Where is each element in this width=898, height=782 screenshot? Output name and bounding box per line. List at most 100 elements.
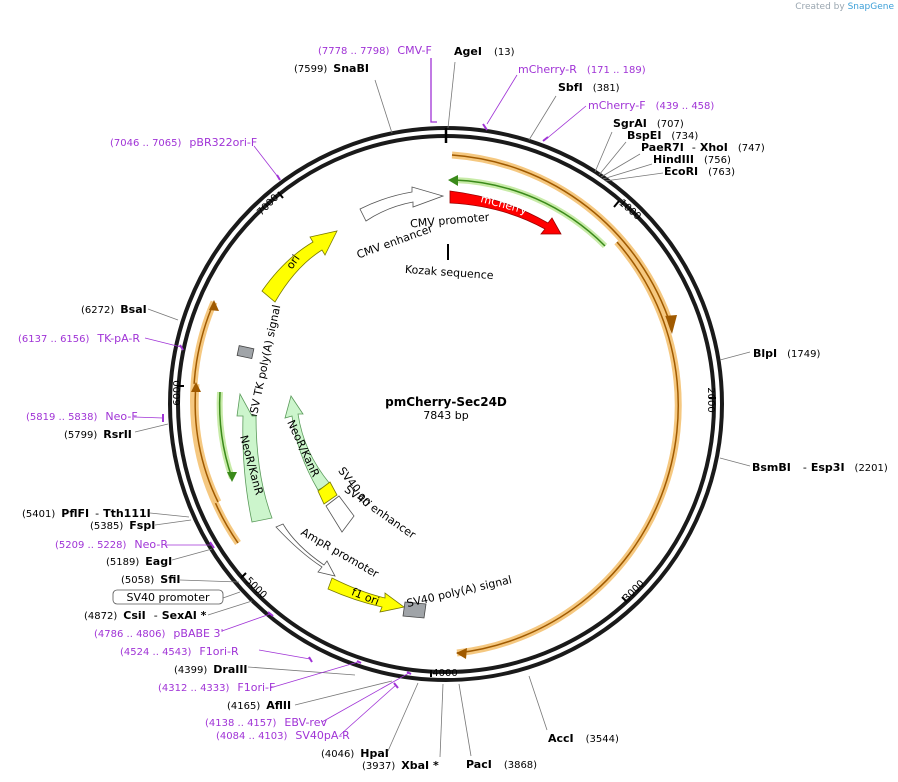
primer-mcherryf-pos: (439 .. 458) xyxy=(656,101,715,112)
neor-outer-feature[interactable] xyxy=(236,392,273,523)
enzyme-sexai-name: SexAI * xyxy=(162,609,207,622)
leader-acci xyxy=(528,675,548,731)
hsv-tk-polya-feature[interactable] xyxy=(236,345,255,360)
ampr-promoter-feature[interactable] xyxy=(275,523,336,577)
tick-label-3000: 3000 xyxy=(621,578,647,604)
primer-tkpar-pos: (6137 .. 6156) xyxy=(18,334,90,345)
primer-neor-pos: (5209 .. 5228) xyxy=(55,540,127,551)
orf-arrowhead-right xyxy=(456,648,467,659)
enzyme-ecori-name: EcoRI xyxy=(664,165,698,178)
credit-prefix: Created by xyxy=(795,2,845,12)
leader-paci xyxy=(458,683,472,757)
enzyme-sfii[interactable]: (5058)SfiI xyxy=(121,573,180,586)
enzyme-labels: AgeI(13) (7599)SnaBI SbfI(381) SgrAI(707… xyxy=(22,45,888,772)
leader-draiii xyxy=(247,666,356,676)
sv40-ori-feature[interactable] xyxy=(317,481,338,505)
primer-tkpar[interactable]: (6137 .. 6156)TK-pA-R xyxy=(18,332,140,345)
primer-pbabe-pos: (4786 .. 4806) xyxy=(94,629,166,640)
enzyme-bsai[interactable]: (6272)BsaI xyxy=(81,303,147,316)
tick-mark-7000 xyxy=(277,191,284,199)
leader-bspei xyxy=(598,141,627,176)
leader-f1orir xyxy=(258,649,311,660)
enzyme-paer7i[interactable]: PaeR7I-XhoI(747) xyxy=(641,141,765,154)
enzyme-rsrii-pos: (5799) xyxy=(64,430,97,441)
sv40-polya-feature[interactable] xyxy=(402,601,427,619)
enzyme-acci[interactable]: AccI (3544) xyxy=(548,732,619,745)
primer-ebvrev-pos: (4138 .. 4157) xyxy=(205,718,277,729)
primer-pbabe[interactable]: (4786 .. 4806)pBABE 3' xyxy=(94,627,224,640)
cmv-promoter-feature[interactable] xyxy=(359,186,445,222)
mcherry-feature[interactable] xyxy=(449,190,562,235)
primer-neor[interactable]: (5209 .. 5228)Neo-R xyxy=(55,538,168,551)
leader-sfii xyxy=(179,579,240,583)
snapgene-credit: Created by SnapGene xyxy=(795,2,894,12)
enzyme-sgrai-pos: (707) xyxy=(657,119,684,130)
enzyme-draiii[interactable]: (4399)DraIII xyxy=(174,663,248,676)
primer-mark-f1orif xyxy=(356,660,362,664)
enzyme-hindiii-pos: (756) xyxy=(704,155,731,166)
kozak-label: Kozak sequence xyxy=(405,263,495,282)
primer-mcherryr[interactable]: mCherry-R(171 .. 189) xyxy=(518,63,646,76)
enzyme-sgrai[interactable]: SgrAI(707) xyxy=(613,117,684,130)
orf-arc-outer-top xyxy=(451,154,672,327)
enzyme-bsai-name: BsaI xyxy=(120,303,146,316)
f1-ori-feature[interactable] xyxy=(327,577,405,613)
sv40-promoter-box[interactable]: SV40 promoter xyxy=(112,589,224,605)
enzyme-pflfi[interactable]: (5401)PflFI-Tth111I xyxy=(22,507,151,520)
cmv-enhancer-label: CMV enhancer xyxy=(355,222,435,262)
sv40-enhancer-label: SV40 enhancer xyxy=(342,483,418,542)
enzyme-eagi[interactable]: (5189)EagI xyxy=(106,555,172,568)
ori-feature[interactable] xyxy=(261,230,338,303)
backbone xyxy=(168,126,724,682)
leader-sv40-promoter xyxy=(222,591,241,599)
primer-f1orir[interactable]: (4524 .. 4543)F1ori-R xyxy=(120,645,239,658)
enzyme-blpi[interactable]: BlpI(1749) xyxy=(753,347,820,360)
primer-mark-f1orir xyxy=(308,656,313,663)
enzyme-csii-dash: - xyxy=(154,609,158,622)
leader-mcherryf xyxy=(544,105,587,141)
enzyme-tth111i-name: Tth111I xyxy=(103,507,151,520)
enzyme-ecori[interactable]: EcoRI(763) xyxy=(664,165,735,178)
primer-pbr322-pos: (7046 .. 7065) xyxy=(110,138,182,149)
enzyme-xbai[interactable]: (3937)XbaI * xyxy=(362,759,439,772)
primer-neof[interactable]: (5819 .. 5838)Neo-F xyxy=(26,410,138,423)
enzyme-rsrii-name: RsrII xyxy=(103,428,132,441)
orf-arrowhead-outer-top xyxy=(664,315,677,334)
enzyme-snabi-name: SnaBI xyxy=(333,62,369,75)
neor-inner-feature[interactable] xyxy=(284,395,331,491)
enzyme-paer7i-name: PaeR7I xyxy=(641,141,684,154)
primer-mcherryf[interactable]: mCherry-F(439 .. 458) xyxy=(588,99,714,112)
enzyme-fspi-name: FspI xyxy=(129,519,155,532)
enzyme-bspei[interactable]: BspEI(734) xyxy=(627,129,698,142)
enzyme-rsrii[interactable]: (5799) RsrII xyxy=(64,428,132,441)
enzyme-snabi[interactable]: (7599)SnaBI xyxy=(294,62,369,75)
primer-cmvf[interactable]: (7778 .. 7798)CMV-F xyxy=(318,44,432,57)
enzyme-paci-name: PacI xyxy=(466,758,492,771)
tick-label-2000: 2000 xyxy=(705,387,716,412)
enzyme-aflii[interactable]: (4165)AflII xyxy=(227,699,291,712)
leader-sv40par xyxy=(339,684,397,736)
enzyme-esp3i-name: Esp3I xyxy=(811,461,845,474)
enzyme-acci-name: AccI xyxy=(548,732,574,745)
primer-sv40par[interactable]: (4084 .. 4103)SV40pA-R xyxy=(216,729,350,742)
enzyme-hpai-pos: (4046) xyxy=(321,749,354,760)
enzyme-agei[interactable]: AgeI(13) xyxy=(454,45,515,58)
enzyme-agei-name: AgeI xyxy=(454,45,482,58)
tick-label-4000: 4000 xyxy=(432,668,457,679)
leader-pbabe xyxy=(221,613,271,632)
orf-arc-right xyxy=(456,241,679,654)
primer-pbr322[interactable]: (7046 .. 7065)pBR322ori-F xyxy=(110,136,257,149)
sv40-enhancer-feature[interactable] xyxy=(325,495,355,533)
enzyme-paci[interactable]: PacI(3868) xyxy=(466,758,537,771)
enzyme-acci-pos: (3544) xyxy=(586,734,619,745)
primer-f1orif[interactable]: (4312 .. 4333)F1ori-F xyxy=(158,681,275,694)
enzyme-hindiii[interactable]: HindIII(756) xyxy=(653,153,731,166)
tick-mark-1000 xyxy=(613,200,620,208)
enzyme-sbfi[interactable]: SbfI(381) xyxy=(558,81,620,94)
enzyme-csii[interactable]: (4872)CsiI-SexAI * xyxy=(84,609,207,622)
primer-cmvf-name: CMV-F xyxy=(397,44,431,57)
enzyme-hpai[interactable]: (4046)HpaI xyxy=(321,747,389,760)
enzyme-bsmbi[interactable]: BsmBI-Esp3I(2201) xyxy=(752,461,888,474)
primer-ebvrev[interactable]: (4138 .. 4157)EBV-rev xyxy=(205,716,327,729)
enzyme-fspi[interactable]: (5385)FspI xyxy=(90,519,155,532)
